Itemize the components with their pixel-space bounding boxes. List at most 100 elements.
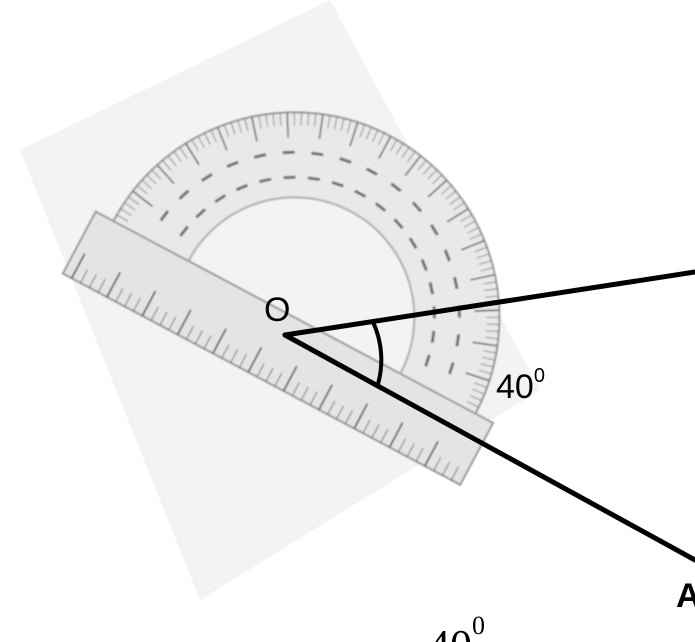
ruler-tick: [344, 410, 353, 424]
ruler-tick: [397, 438, 406, 453]
protractor-number-mark: [283, 175, 296, 180]
ruler-tick: [336, 405, 345, 420]
protractor-tick: [483, 350, 497, 354]
protractor-tick: [146, 174, 157, 185]
protractor-tick: [132, 190, 154, 208]
protractor-tick: [469, 395, 482, 402]
protractor-tick: [480, 267, 494, 272]
protractor-tick: [463, 220, 476, 228]
ruler-tick: [442, 461, 451, 476]
protractor-tick: [141, 179, 152, 190]
bottom-caption-value: 40: [428, 621, 472, 642]
protractor-tick: [486, 316, 500, 318]
protractor-number-mark: [282, 150, 295, 155]
protractor-tick: [167, 155, 177, 167]
protractor-tick: [333, 116, 338, 130]
bottom-caption-superscript: 0: [472, 611, 485, 640]
protractor-tick: [151, 169, 162, 180]
protractor-tick: [279, 112, 282, 126]
bottom-caption: 400: [428, 611, 485, 642]
protractor-number-mark: [393, 218, 404, 230]
protractor-tick: [474, 246, 488, 253]
protractor-tick: [460, 214, 473, 222]
protractor-number-mark: [428, 282, 435, 295]
protractor-tick: [272, 113, 275, 127]
protractor-tick: [427, 179, 448, 198]
protractor-number-mark: [411, 201, 423, 213]
protractor-tick: [349, 122, 359, 147]
protractor-number-mark: [235, 183, 249, 192]
protractor-tick: [446, 208, 469, 223]
protractor-tick: [470, 273, 496, 281]
protractor-number-mark: [195, 208, 207, 219]
protractor-tick: [453, 202, 465, 211]
ruler-tick: [70, 253, 86, 279]
protractor-tick: [465, 372, 490, 382]
protractor-number-mark: [179, 225, 189, 237]
ruler-tick: [406, 443, 415, 457]
protractor-number-mark: [408, 237, 418, 250]
protractor-tick: [244, 118, 249, 132]
ruler-tick: [115, 288, 124, 302]
protractor-tick: [185, 143, 200, 166]
protractor-tick: [460, 239, 485, 251]
ruler-tick: [97, 278, 106, 293]
ruler-tick: [309, 391, 318, 406]
protractor-tick: [474, 382, 488, 388]
protractor-tick: [137, 185, 148, 195]
protractor-tick: [365, 127, 372, 140]
ruler-tick: [88, 274, 97, 288]
protractor-tick: [427, 169, 438, 180]
protractor-tick: [314, 113, 317, 127]
protractor-tick: [472, 388, 485, 395]
protractor-tick: [128, 196, 140, 205]
ruler-tick: [256, 363, 265, 378]
ruler-tick: [380, 429, 389, 443]
ruler-tick: [291, 382, 300, 396]
protractor-number-mark: [259, 177, 272, 184]
protractor-tick: [466, 227, 479, 234]
protractor-tick: [478, 369, 492, 375]
protractor-tick: [417, 160, 427, 171]
protractor-tick: [197, 136, 205, 148]
protractor-tick: [406, 151, 416, 163]
protractor-tick: [223, 124, 230, 138]
protractor-tick: [469, 233, 482, 240]
ruler-tick: [221, 344, 230, 359]
angle-unit-superscript: 0: [534, 365, 545, 387]
protractor-tick: [476, 253, 490, 259]
protractor-tick: [474, 309, 500, 312]
ruler-tick: [300, 386, 309, 401]
protractor-ruler-base: [61, 210, 495, 487]
protractor-tick: [485, 295, 499, 298]
protractor-tick: [173, 151, 182, 163]
protractor-icon: [61, 111, 501, 487]
protractor-tick: [210, 129, 217, 143]
protractor-tick: [478, 260, 492, 265]
protractor-number-mark: [214, 194, 227, 204]
ruler-tick: [203, 335, 212, 349]
protractor-number-mark: [311, 151, 324, 157]
protractor-number-mark: [253, 153, 267, 159]
protractor-tick: [120, 208, 132, 216]
ruler-ticks: [70, 253, 459, 481]
ruler-tick: [230, 349, 239, 363]
ruler-tick: [274, 372, 283, 387]
protractor-number-mark: [390, 182, 402, 193]
protractor-number-mark: [307, 176, 321, 182]
ruler-tick: [424, 440, 439, 467]
ruler-tick: [353, 403, 369, 429]
protractor-tick: [484, 288, 498, 291]
protractor-tick: [216, 126, 228, 151]
protractor-tick: [340, 118, 345, 132]
protractor-tick: [179, 147, 188, 159]
ruler-tick: [388, 422, 404, 448]
protractor-tick: [237, 120, 242, 133]
protractor-tick: [346, 120, 352, 133]
ruler-tick: [415, 447, 424, 462]
protractor-tick: [307, 112, 310, 126]
protractor-number-mark: [429, 224, 439, 236]
protractor-number-mark: [159, 210, 170, 222]
ruler-tick: [150, 306, 159, 321]
